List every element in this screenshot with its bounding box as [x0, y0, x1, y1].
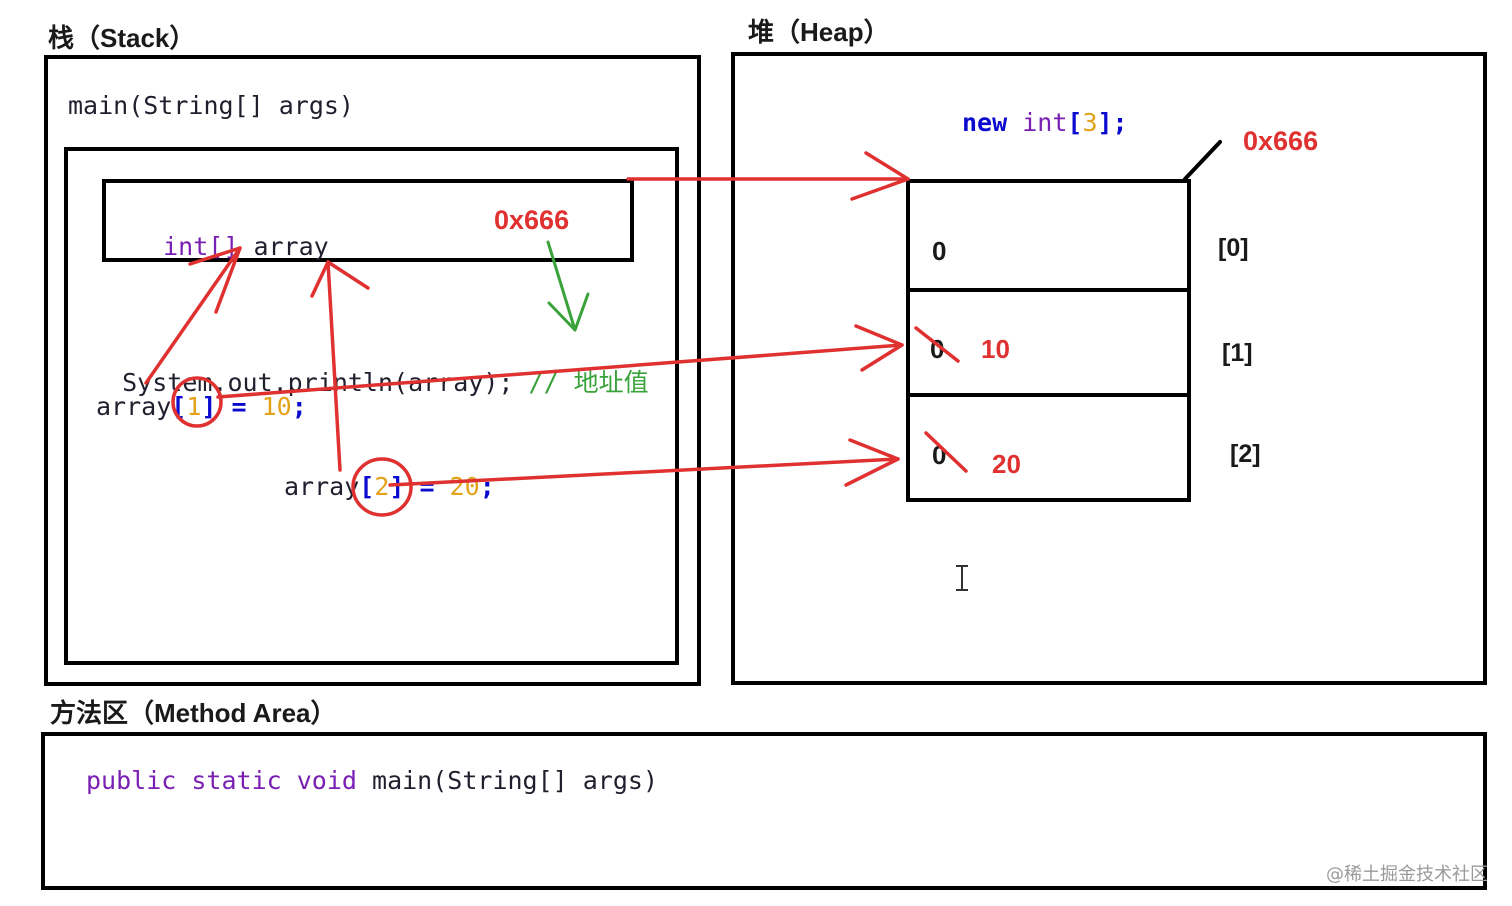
- method-signature-rest: main(String[] args): [372, 766, 659, 795]
- index2-to-cell-arrow-head: [844, 438, 900, 487]
- assign1-semi: ;: [291, 392, 307, 421]
- index2-up-arrow: [326, 260, 342, 472]
- cell-2-new-value: 20: [992, 449, 1021, 479]
- index1-to-cell-arrow-head: [854, 324, 904, 372]
- stack-box: [44, 55, 701, 686]
- new-keyword: new: [962, 108, 1008, 137]
- assign-index-2-statement: array[2] = 20;: [284, 472, 495, 501]
- new-close: ];: [1097, 108, 1128, 137]
- heap-new-expression: new int[3];: [962, 108, 1128, 137]
- array-variable-name: array: [253, 232, 329, 261]
- stack-title: 栈（Stack）: [48, 23, 196, 53]
- watermark: @稀土掘金技术社区: [1326, 864, 1488, 885]
- assign2-close: ]: [389, 472, 405, 501]
- comment-arrow: [546, 240, 577, 332]
- assign1-var: array: [96, 392, 172, 421]
- comment-arrow-head: [547, 292, 590, 332]
- print-code: System.out.println(array);: [122, 368, 514, 397]
- cell-2-index: [2]: [1230, 440, 1261, 468]
- stack-frame-method: main(String[] args): [68, 91, 354, 120]
- new-type: int: [1022, 108, 1068, 137]
- assign2-index: 2: [374, 472, 390, 501]
- assign1-close: ]: [201, 392, 217, 421]
- assign2-value: 20: [449, 472, 480, 501]
- address-comment: // 地址值: [528, 368, 649, 397]
- heap-array-address: 0x666: [1243, 126, 1319, 156]
- print-statement: System.out.println(array); // 地址值: [92, 334, 649, 399]
- assign1-eq: =: [216, 392, 262, 421]
- method-area-title: 方法区（Method Area）: [50, 698, 337, 728]
- method-signature: public static void main(String[] args): [86, 766, 658, 795]
- index2-to-cell-arrow: [388, 457, 900, 487]
- address-pointer-line: [1183, 140, 1222, 181]
- kw-void: void: [296, 766, 357, 795]
- array-variable-address: 0x666: [494, 205, 570, 235]
- array-variable-box: [102, 179, 634, 262]
- text-cursor-icon: [956, 565, 968, 591]
- stack-frame-box: [64, 147, 679, 665]
- cell1-strike: [914, 326, 960, 363]
- cell-0-value: 0: [932, 236, 947, 266]
- assign1-value: 10: [261, 392, 292, 421]
- heap-box: [731, 52, 1487, 685]
- cell2-strike: [924, 431, 968, 473]
- array-variable-type: int[]: [163, 232, 239, 261]
- assign-index-1-statement: array[1] = 10;: [96, 392, 307, 421]
- index1-to-cell-arrow: [216, 343, 904, 399]
- new-open: [: [1067, 108, 1083, 137]
- assign2-eq: =: [404, 472, 450, 501]
- kw-public: public: [86, 766, 177, 795]
- reference-arrow-head: [850, 151, 910, 201]
- method-area-box: [41, 732, 1487, 890]
- heap-array-cell-2: [906, 393, 1191, 502]
- heap-title: 堆（Heap）: [748, 17, 890, 47]
- cell-1-index: [1]: [1222, 339, 1253, 367]
- index1-circle: [171, 376, 223, 428]
- assign2-open: [: [359, 472, 375, 501]
- index2-up-arrow-head: [310, 260, 370, 298]
- cell-1-new-value: 10: [981, 334, 1010, 364]
- kw-static: static: [191, 766, 282, 795]
- assign1-index: 1: [186, 392, 202, 421]
- index1-up-arrow: [144, 246, 242, 385]
- assign2-var: array: [284, 472, 360, 501]
- index1-up-arrow-head: [188, 246, 242, 314]
- array-variable-declaration: int[] array: [133, 203, 329, 261]
- new-size: 3: [1082, 108, 1098, 137]
- cell-0-index: [0]: [1218, 234, 1249, 262]
- index2-circle: [351, 457, 413, 517]
